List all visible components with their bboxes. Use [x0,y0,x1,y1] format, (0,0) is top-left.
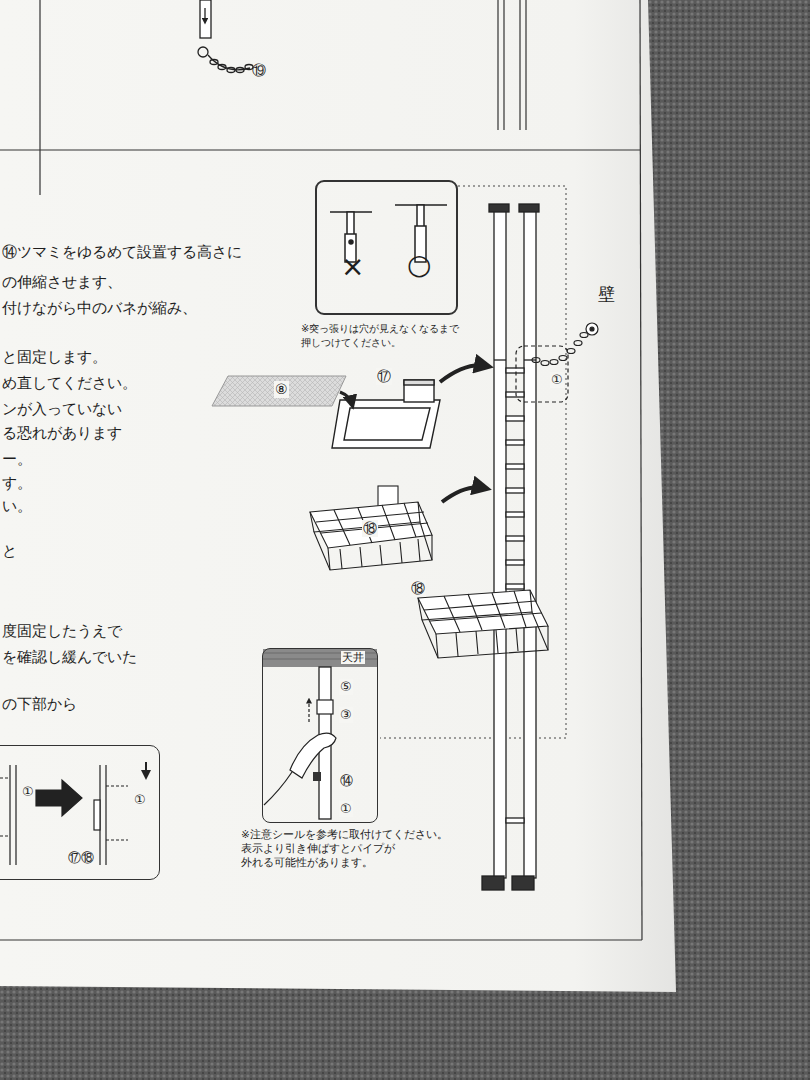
callout-number: ③ [339,707,353,723]
inset-box: ① ① ⑰⑱ [0,745,160,880]
instruction-text: と固定します。 [2,348,107,366]
install-detail [263,649,377,819]
callout-number: ⑲ [252,62,266,79]
callout-number: ① [550,372,564,388]
hook-detail [0,762,146,865]
callout-number: ① [133,792,147,808]
instruction-text: 度固定したうえで [2,622,122,640]
instruction-text: を確認し緩んでいた [2,648,137,666]
symbol-mark: ○ [407,248,431,282]
frame-lines [0,0,642,940]
ceiling-label: 天井 [341,651,365,664]
callout-number: ⑧ [274,381,289,398]
instruction-text: と [2,542,17,560]
instruction-text: の伸縮させます、 [2,273,122,291]
callout-number: ⑤ [339,679,353,695]
wire-basket [310,486,432,570]
guide-line [380,186,566,738]
callout-number: ① [339,801,353,817]
instruction-text: 付けながら中のバネが縮み、 [2,299,197,317]
inset-box: ×○※突っ張りは穴が見えなくなるまで 押しつけてください。 [315,180,458,315]
note-text: ※突っ張りは穴が見えなくなるまで 押しつけてください。 [301,322,481,349]
ladder-rack [482,204,539,890]
callout-number: ⑰⑱ [67,850,95,866]
placement-arrow [340,365,486,502]
callout-number: ⑱ [362,520,378,537]
instruction-text: る恐れがあります [2,424,122,442]
callout-number: ⑱ [410,580,426,597]
paper [0,0,676,992]
instruction-text: の下部から [2,695,77,713]
callout-number: ⑰ [376,368,392,385]
instruction-text: ー。 [2,450,32,468]
inset-box: 天井⑤③⑭①※注意シールを参考に取付けてください。 表示より引き伸ばすとパイプが… [262,648,378,823]
instruction-text: す。 [2,474,32,492]
shelf-tray [332,380,440,448]
instruction-text: め直してください。 [2,374,137,392]
chain-step [198,0,253,73]
note-text: ※注意シールを参考に取付けてください。 表示より引き伸ばすとパイプが 外れる可能… [241,827,473,870]
wire-basket [418,590,548,658]
instruction-text: い。 [2,497,32,515]
mesh-sheet [212,376,346,406]
wall-chain [516,323,598,402]
instruction-text: ンが入っていない [2,400,122,418]
instruction-text: ⑭ツマミをゆるめて設置する高さに [2,243,242,261]
symbol-mark: × [341,250,364,284]
callout-number: ⑭ [339,773,354,789]
wall-label: 壁 [598,284,615,304]
callout-number: ① [21,784,35,800]
